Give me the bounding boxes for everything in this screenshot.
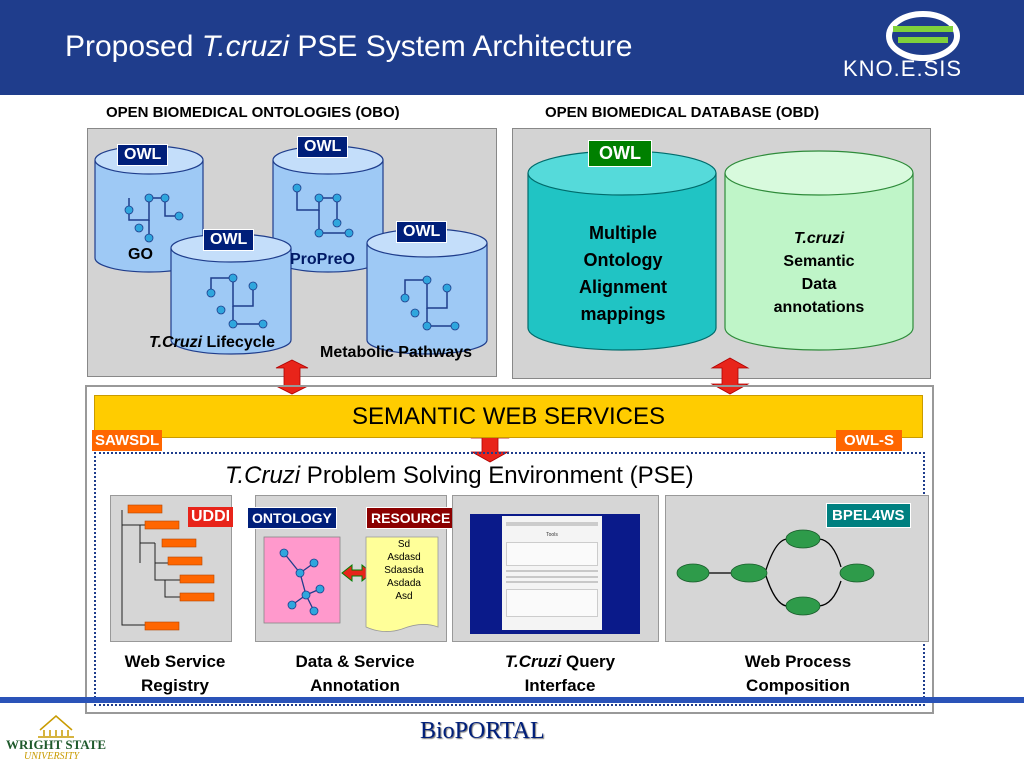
semantic-web-services-bar: SEMANTIC WEB SERVICES xyxy=(94,395,923,438)
metabolic-label: Metabolic Pathways xyxy=(320,344,473,361)
pse-title: T.Cruzi Problem Solving Environment (PSE… xyxy=(225,462,694,489)
query-screenshot: Tools xyxy=(470,514,640,634)
lifecycle-label: T.Cruzi Lifecycle xyxy=(149,334,275,351)
bioportal-label: BioPORTAL xyxy=(420,718,545,744)
logo-text: KNO.E.SIS xyxy=(843,56,962,81)
resource-document xyxy=(365,536,439,632)
process-graph xyxy=(676,529,875,616)
go-label: GO xyxy=(128,246,153,263)
university-line2: UNIVERSITY xyxy=(24,751,79,762)
obo-header: OPEN BIOMEDICAL ONTOLOGIES (OBO) xyxy=(106,104,400,121)
owl-tag-metabolic: OWL xyxy=(396,221,448,243)
slide-title: Proposed T.cruzi PSE System Architecture xyxy=(65,30,633,63)
obd-cylinders xyxy=(527,150,914,351)
obd-header: OPEN BIOMEDICAL DATABASE (OBD) xyxy=(545,104,820,121)
metabolic-cylinder xyxy=(366,228,488,355)
university-line1: WRIGHT STATE xyxy=(6,737,107,752)
ontology-tag: ONTOLOGY xyxy=(247,507,337,529)
services-container xyxy=(85,385,934,714)
owl-tag-obd: OWL xyxy=(588,140,652,167)
propreo-cylinder xyxy=(272,145,384,273)
uddi-tag: UDDI xyxy=(188,507,234,527)
annotations-cylinder xyxy=(724,150,914,351)
owl-tag-propreo: OWL xyxy=(297,136,349,158)
annotation-graphic xyxy=(263,536,439,632)
title-bar xyxy=(0,0,1024,95)
wright-state-logo xyxy=(38,715,74,738)
owl-tag-go: OWL xyxy=(117,144,169,166)
propreo-label: ProPreO xyxy=(290,251,355,268)
sawsdl-tag: SAWSDL xyxy=(92,430,163,451)
owl-tag-lifecycle: OWL xyxy=(203,229,255,251)
owls-tag: OWL-S xyxy=(836,430,902,451)
footer-rule xyxy=(0,697,1024,703)
knoesis-logo: KNO.E.SIS xyxy=(843,11,962,81)
resource-tag: RESOURCE xyxy=(366,507,456,529)
registry-tree xyxy=(121,504,215,631)
query-screen-heading: Tools xyxy=(546,532,558,538)
bpel4ws-tag: BPEL4WS xyxy=(826,503,911,528)
